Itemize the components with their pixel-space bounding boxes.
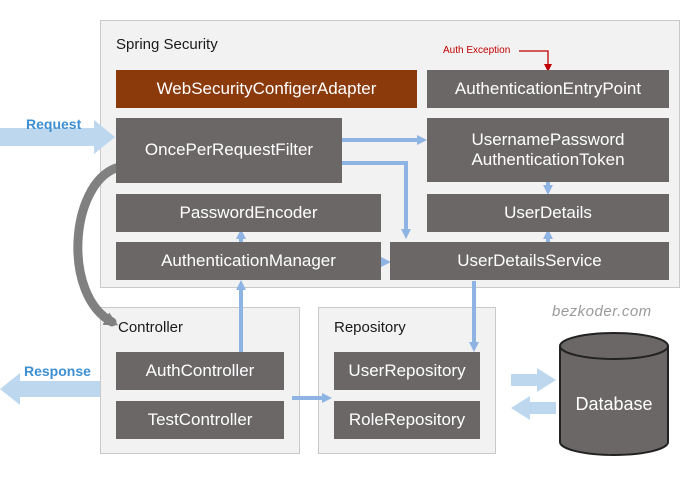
web-security-configurer-adapter-box[interactable]: WebSecurityConfigerAdapter [116,70,417,108]
repository-to-database-arrow [511,368,556,392]
authentication-manager-label: AuthenticationManager [161,250,336,270]
request-label: Request [26,116,82,132]
username-password-authentication-token-label: UsernamePassword AuthenticationToken [471,129,625,169]
username-password-authentication-token-box[interactable]: UsernamePassword AuthenticationToken [427,118,669,182]
once-per-request-filter-label: OncePerRequestFilter [144,140,314,160]
watermark: bezkoder.com [552,303,652,320]
auth-exception-arrow [519,50,552,72]
user-details-service-box[interactable]: UserDetailsService [390,242,669,280]
response-arrow [0,373,100,405]
auth-controller-label: AuthController [145,360,255,380]
filter-to-userdetailsservice-arrow [342,161,411,239]
database-label[interactable]: Database [575,394,653,414]
role-repository-box[interactable]: RoleRepository [334,401,480,439]
password-encoder-box[interactable]: PasswordEncoder [116,194,381,232]
role-repository-label: RoleRepository [348,409,466,429]
auth-controller-box[interactable]: AuthController [116,352,284,390]
user-repository-label: UserRepository [348,360,466,380]
password-encoder-label: PasswordEncoder [179,202,318,222]
authentication-entry-point-box[interactable]: AuthenticationEntryPoint [427,70,669,108]
auth-exception-note: Auth Exception [443,45,511,56]
controller-title: Controller [118,319,184,336]
spring-security-title: Spring Security [116,36,218,53]
web-security-configurer-adapter-label: WebSecurityConfigerAdapter [156,78,377,98]
filter-to-controller-curve [73,163,121,327]
authentication-manager-box[interactable]: AuthenticationManager [116,242,381,280]
authentication-entry-point-label: AuthenticationEntryPoint [454,78,642,98]
repository-title: Repository [334,319,406,336]
database-cylinder [559,332,669,456]
user-details-label: UserDetails [504,202,592,222]
user-details-box[interactable]: UserDetails [427,194,669,232]
once-per-request-filter-box[interactable]: OncePerRequestFilter [116,118,342,183]
response-label: Response [24,363,91,379]
user-repository-box[interactable]: UserRepository [334,352,480,390]
database-to-repository-arrow [511,396,556,420]
user-details-service-label: UserDetailsService [457,250,602,270]
request-arrow [0,120,115,154]
test-controller-label: TestController [147,409,253,429]
test-controller-box[interactable]: TestController [116,401,284,439]
